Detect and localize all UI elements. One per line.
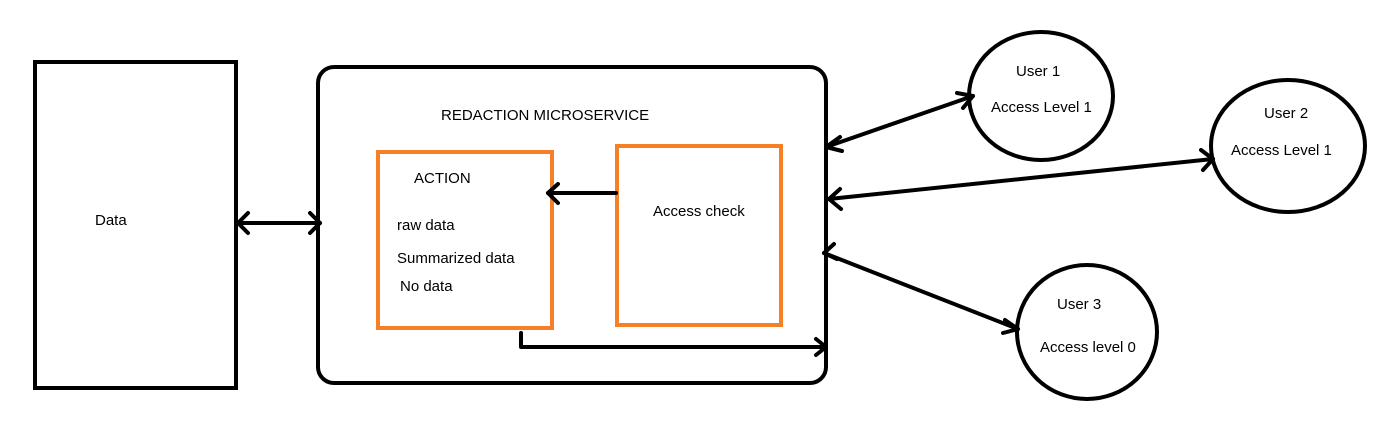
action-title: ACTION — [414, 170, 471, 187]
user3-circle — [1015, 263, 1159, 401]
user1-circle — [967, 30, 1115, 162]
access-to-action-arrow — [546, 182, 618, 205]
action-item-no-data: No data — [400, 278, 453, 295]
user1-access: Access Level 1 — [991, 99, 1092, 116]
access-check-box — [615, 144, 783, 327]
user2-access: Access Level 1 — [1231, 142, 1332, 159]
action-box — [376, 150, 554, 330]
access-check-label: Access check — [653, 203, 745, 220]
action-item-raw-data: raw data — [397, 217, 455, 234]
user3-arrow — [822, 242, 1020, 335]
user3-name: User 3 — [1057, 296, 1102, 313]
data-label: Data — [95, 212, 127, 229]
user2-name: User 2 — [1264, 105, 1309, 122]
user1-name: User 1 — [1016, 63, 1061, 80]
data-box — [33, 60, 238, 390]
user3-access: Access level 0 — [1040, 339, 1136, 356]
user2-circle — [1209, 78, 1367, 214]
action-item-summarized-data: Summarized data — [397, 250, 515, 267]
action-output-arrow — [519, 331, 828, 357]
user1-arrow — [824, 91, 975, 153]
data-service-arrow — [236, 211, 322, 235]
service-title: REDACTION MICROSERVICE — [441, 107, 650, 124]
